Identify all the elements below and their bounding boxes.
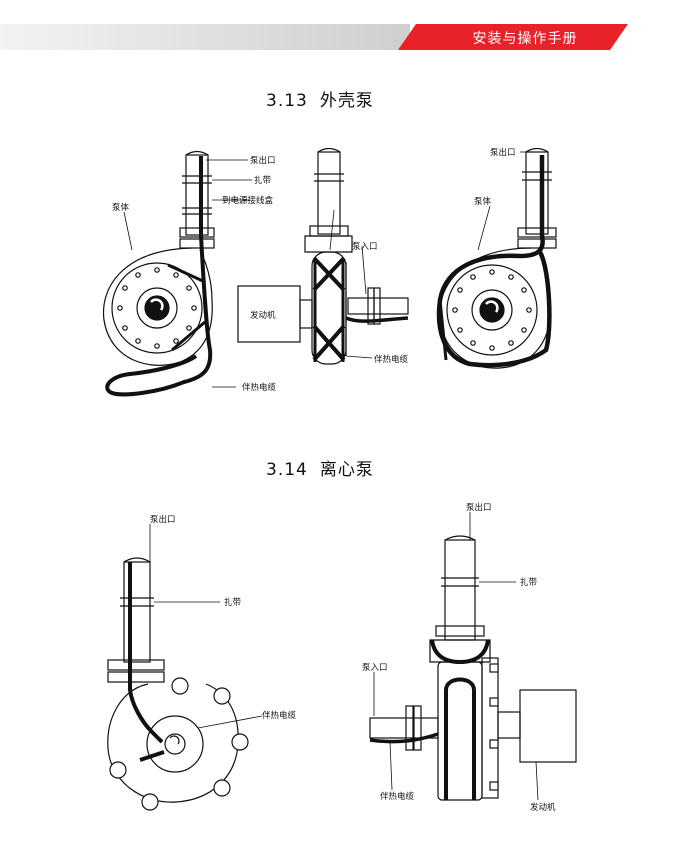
section-number: 3.14: [266, 460, 308, 480]
label-to-junction-box: 到电源接线盒: [222, 195, 274, 206]
label-pump-outlet: 泵出口: [466, 502, 492, 513]
diagram-labels: 泵出口 扎带 到电源接线盒 泵体 泵入口 发动机 伴热电缆 伴热电缆 泵出口 泵…: [112, 147, 556, 813]
label-pump-body: 泵体: [112, 202, 130, 213]
header-bar: 安装与操作手册: [0, 24, 676, 50]
label-strap: 扎带: [520, 577, 538, 588]
label-heat-tracing-cable: 伴热电缆: [374, 354, 409, 365]
figure-casing-pump-front: [102, 150, 215, 397]
section-name: 外壳泵: [319, 91, 374, 111]
header-gray-band: [0, 24, 410, 50]
label-strap: 扎带: [254, 175, 272, 186]
figure-casing-pump-wrapped: [436, 147, 557, 369]
label-heat-tracing-cable: 伴热电缆: [262, 710, 297, 721]
section-title-3-13: 3.13 外壳泵: [266, 86, 374, 111]
label-pump-body: 泵体: [474, 196, 492, 207]
label-strap: 扎带: [224, 597, 242, 608]
figure-centrifugal-pump-front: [107, 557, 249, 811]
label-heat-tracing-cable: 伴热电缆: [242, 382, 277, 393]
header-title: 安装与操作手册: [472, 31, 578, 47]
header-red-band: [398, 24, 628, 50]
section-name: 离心泵: [319, 460, 374, 480]
label-pump-inlet: 泵入口: [352, 242, 378, 252]
label-pump-outlet: 泵出口: [490, 147, 516, 158]
label-pump-outlet: 泵出口: [250, 155, 276, 166]
section-title-3-14: 3.14 离心泵: [266, 455, 374, 480]
figure-centrifugal-pump-side: [369, 535, 577, 801]
label-pump-outlet: 泵出口: [150, 514, 176, 525]
section-number: 3.13: [266, 91, 308, 111]
label-motor: 发动机: [530, 802, 556, 813]
label-heat-tracing-cable: 伴热电缆: [380, 791, 415, 802]
label-pump-inlet: 泵入口: [362, 663, 388, 673]
figure-casing-pump-side: [237, 147, 409, 365]
label-motor: 发动机: [250, 310, 276, 321]
